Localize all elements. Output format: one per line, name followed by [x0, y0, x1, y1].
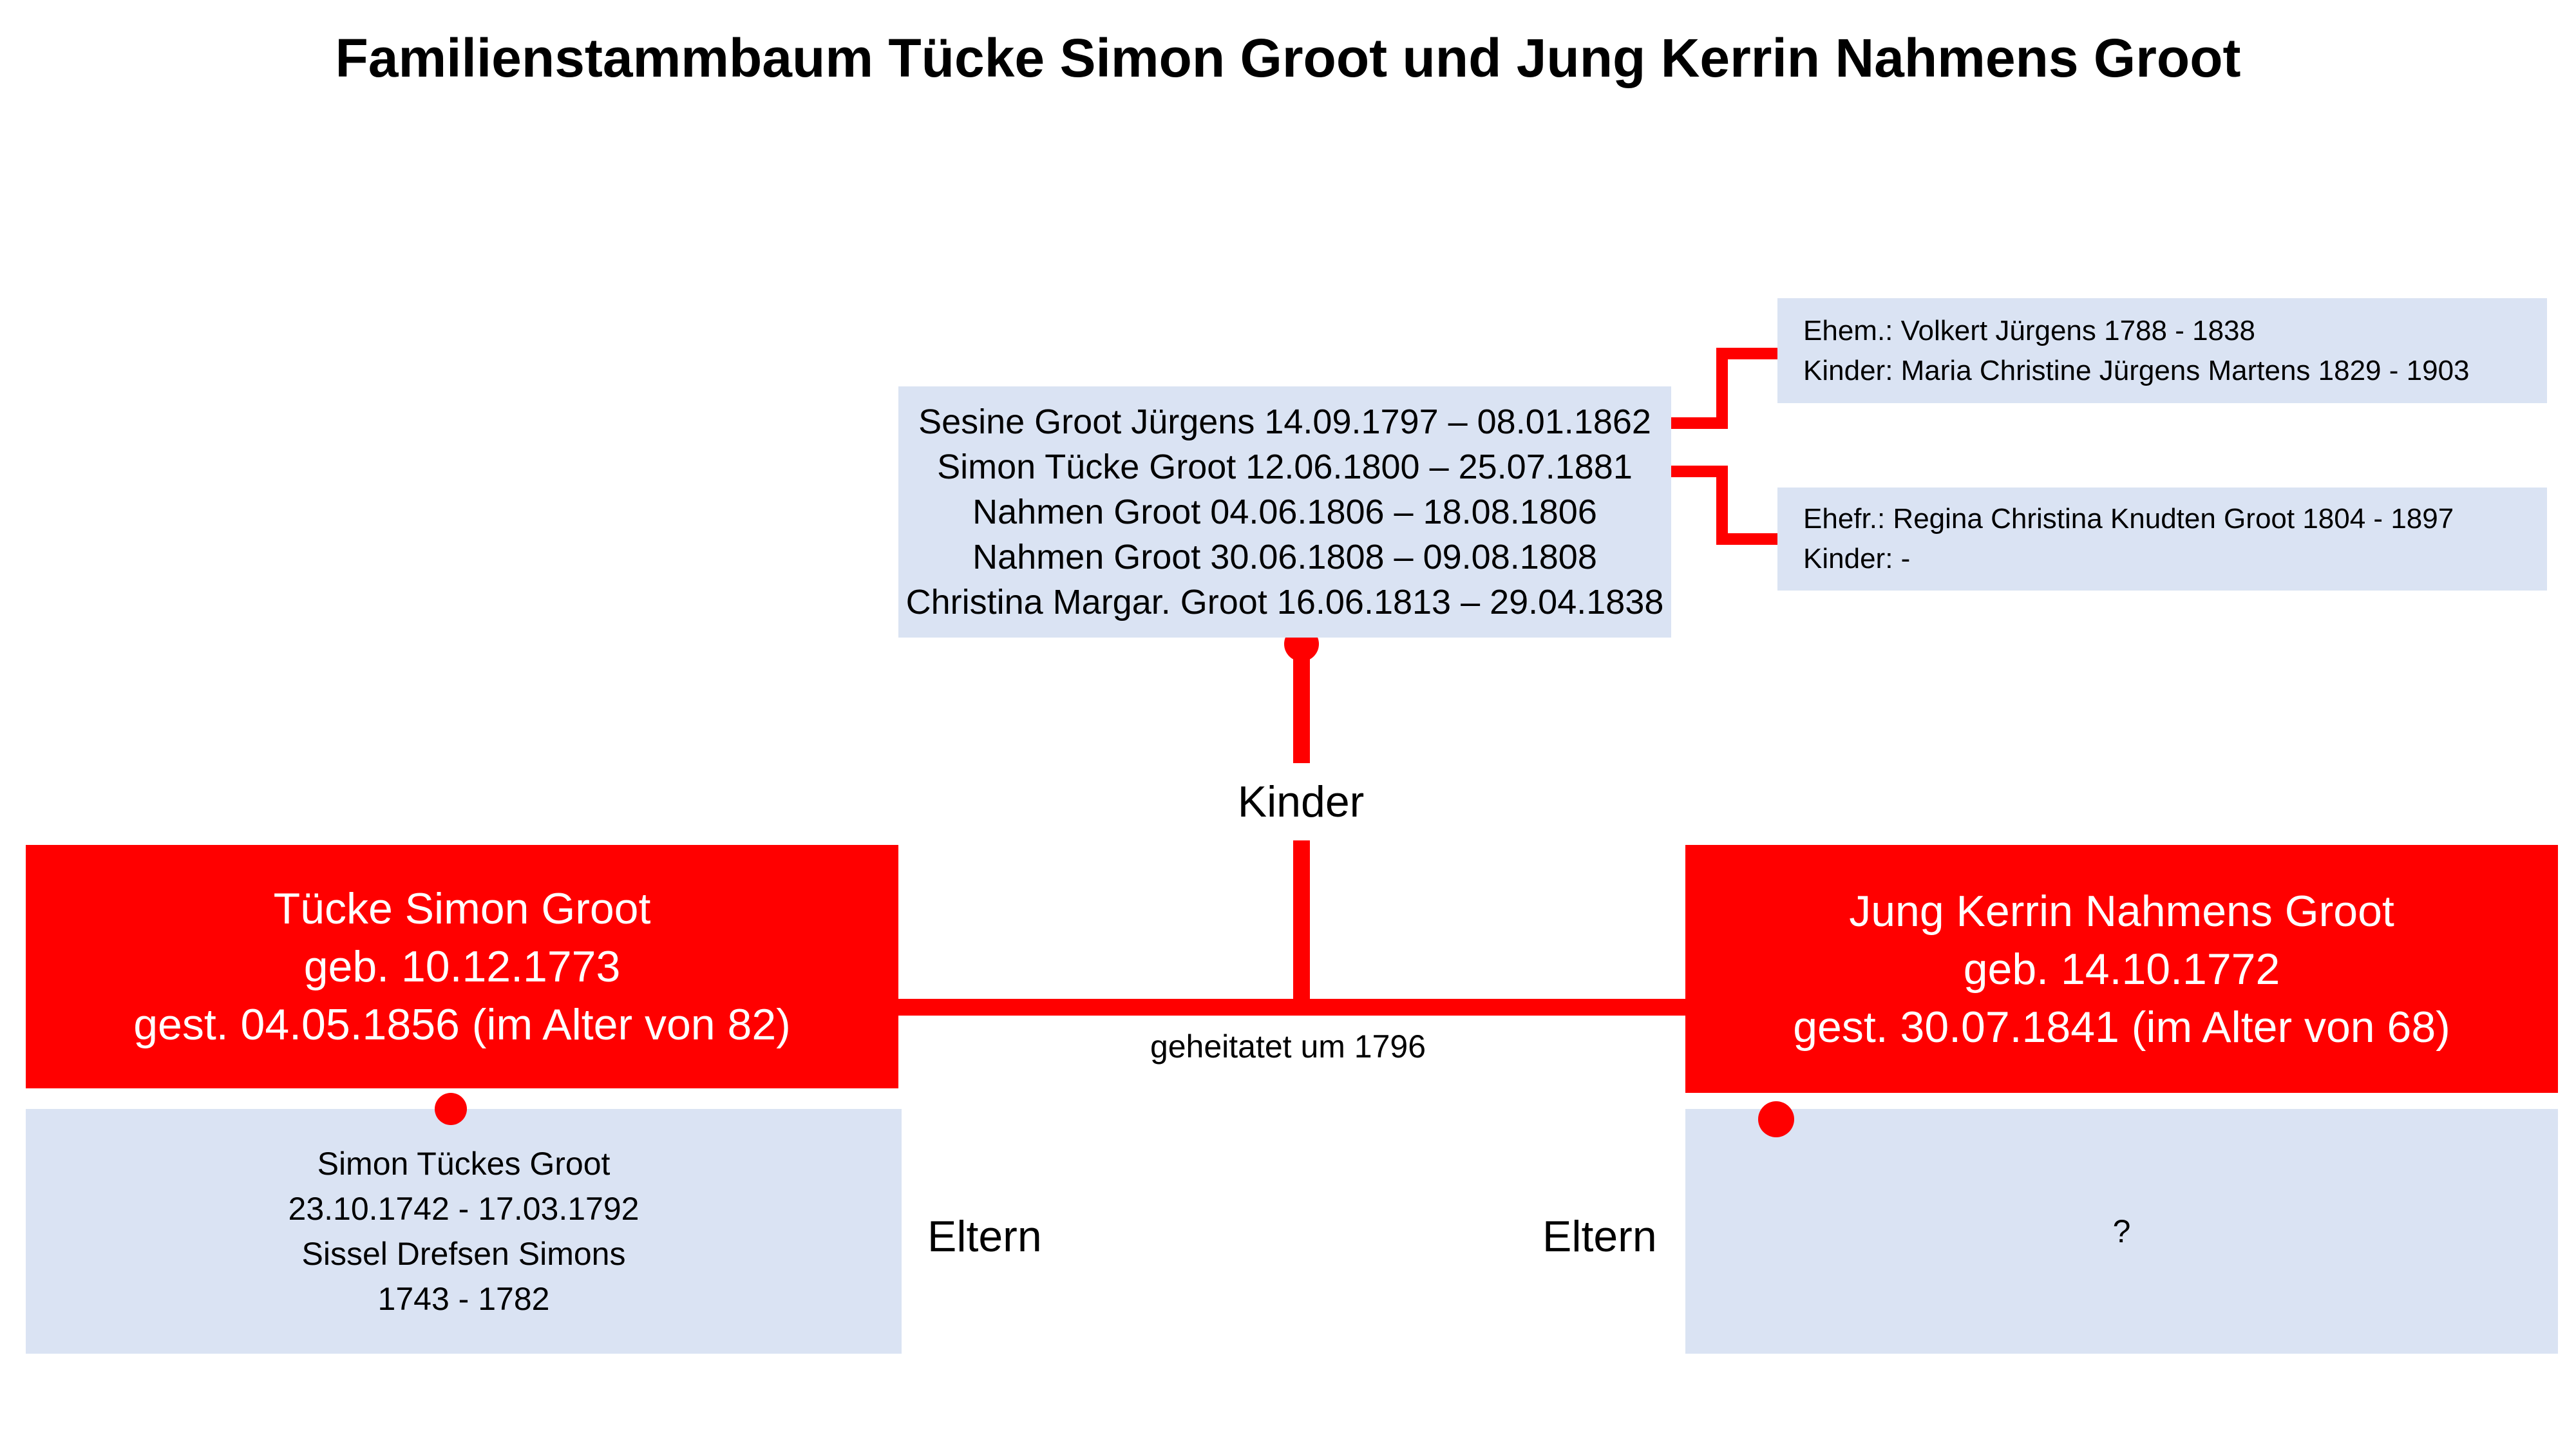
child-entry: Nahmen Groot 04.06.1806 – 18.08.1806 — [972, 493, 1597, 531]
marriage-line — [898, 999, 1685, 1016]
child-entry: Simon Tücke Groot 12.06.1800 – 25.07.188… — [937, 448, 1633, 486]
child-entry: Christina Margar. Groot 16.06.1813 – 29.… — [905, 583, 1664, 621]
bracket-1-horizontal-left — [1671, 417, 1723, 429]
husband-parents-connector-dot — [435, 1093, 467, 1125]
wife-parents-label: Eltern — [1542, 1212, 1657, 1261]
spouse-children: Kinder: - — [1803, 543, 1911, 574]
child-entry: Nahmen Groot 30.06.1808 – 09.08.1808 — [972, 538, 1597, 576]
bracket-1-horizontal-right — [1716, 348, 1781, 359]
children-line-upper — [1293, 644, 1310, 763]
husband-box: Tücke Simon Groot geb. 10.12.1773 gest. … — [26, 845, 898, 1088]
husband-born: geb. 10.12.1773 — [303, 942, 621, 991]
spouse-children: Kinder: Maria Christine Jürgens Martens … — [1803, 354, 2470, 386]
husband-parents-label: Eltern — [927, 1212, 1042, 1261]
bracket-2-horizontal-right — [1716, 533, 1781, 545]
parent-line: 23.10.1742 - 17.03.1792 — [288, 1191, 639, 1227]
spouse-info-box-1: Ehem.: Volkert Jürgens 1788 - 1838 Kinde… — [1777, 298, 2547, 403]
wife-parents-connector-dot — [1758, 1101, 1794, 1137]
bracket-2-horizontal-left — [1671, 466, 1723, 477]
parent-line: Simon Tückes Groot — [317, 1146, 611, 1182]
wife-parents-box: ? — [1685, 1109, 2558, 1354]
wife-born: geb. 14.10.1772 — [1963, 944, 2280, 994]
wife-box: Jung Kerrin Nahmens Groot geb. 14.10.177… — [1685, 845, 2558, 1093]
child-entry: Sesine Groot Jürgens 14.09.1797 – 08.01.… — [918, 402, 1651, 441]
wife-died: gest. 30.07.1841 (im Alter von 68) — [1793, 1002, 2450, 1052]
bracket-1-vertical — [1716, 348, 1728, 429]
spouse-name: Ehem.: Volkert Jürgens 1788 - 1838 — [1803, 314, 2255, 346]
parent-line: Sissel Drefsen Simons — [301, 1236, 626, 1272]
children-label: Kinder — [1237, 777, 1365, 826]
page-title: Familienstammbaum Tücke Simon Groot und … — [335, 28, 2241, 88]
spouse-name: Ehefr.: Regina Christina Knudten Groot 1… — [1803, 503, 2454, 535]
bracket-2-vertical — [1716, 466, 1728, 545]
husband-parents-box: Simon Tückes Groot 23.10.1742 - 17.03.17… — [26, 1109, 902, 1354]
husband-died: gest. 04.05.1856 (im Alter von 82) — [133, 1000, 791, 1049]
spouse-info-box-2: Ehefr.: Regina Christina Knudten Groot 1… — [1777, 488, 2547, 591]
parent-line: ? — [2112, 1213, 2131, 1249]
children-box: Sesine Groot Jürgens 14.09.1797 – 08.01.… — [898, 386, 1671, 638]
wife-name: Jung Kerrin Nahmens Groot — [1849, 886, 2394, 936]
husband-name: Tücke Simon Groot — [273, 884, 651, 933]
children-line-lower — [1293, 840, 1310, 1008]
parent-line: 1743 - 1782 — [377, 1281, 550, 1317]
marriage-label: geheitatet um 1796 — [1150, 1028, 1426, 1065]
